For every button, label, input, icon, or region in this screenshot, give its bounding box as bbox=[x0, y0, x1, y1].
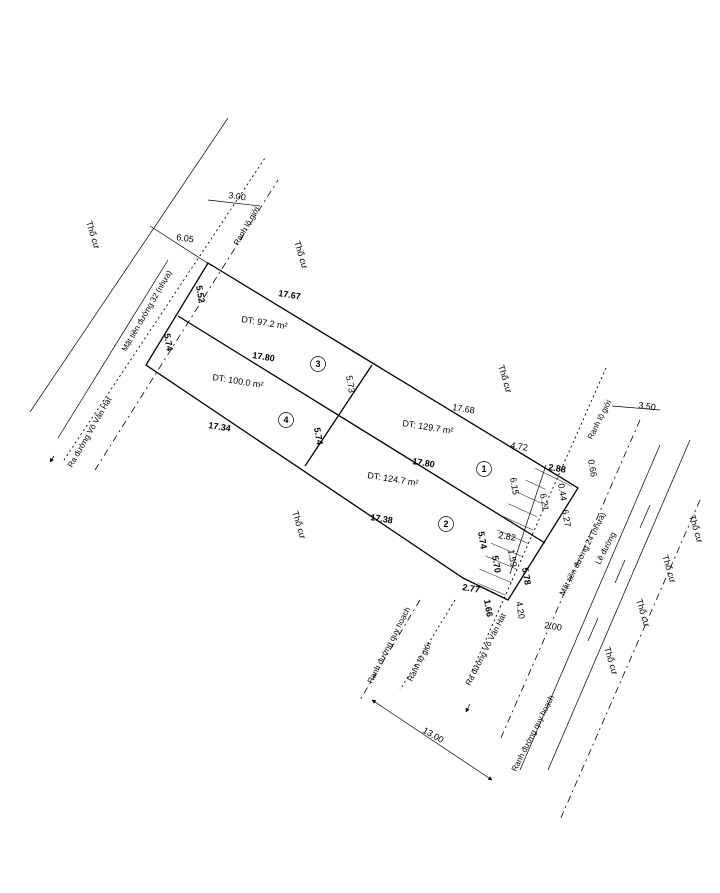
road-24-tick-3 bbox=[587, 617, 599, 642]
dim-4-20: 4.20 bbox=[514, 601, 527, 620]
dim-13-line bbox=[371, 699, 493, 781]
road-24-exit-arrow bbox=[465, 703, 471, 713]
neighbor-top-center: Thổ cư bbox=[292, 240, 310, 270]
road-32-exit-arrow bbox=[49, 455, 55, 463]
dim-0-66: 0.66 bbox=[586, 459, 599, 478]
lot-4-circle bbox=[278, 412, 294, 428]
dim-5-52: 5.52 bbox=[194, 285, 207, 304]
neighbor-bottom-center: Thổ cư bbox=[290, 510, 308, 540]
lot-1-area: DT: 129.7 m² bbox=[402, 418, 454, 436]
road-32-edge-outer bbox=[29, 117, 229, 413]
setback-label-bottom: Ranh lộ giới bbox=[406, 640, 434, 683]
neighbor-far-right-3: Thổ cư bbox=[634, 598, 652, 628]
dim-17-34: 17.34 bbox=[208, 420, 232, 433]
lot-3-number: 3 bbox=[315, 359, 320, 369]
lot-2-area: DT: 124.7 m² bbox=[367, 470, 419, 488]
road-32-edge-dotted bbox=[63, 157, 266, 461]
neighbor-top-left: Thổ cư bbox=[84, 220, 102, 250]
dim-3-50-line bbox=[611, 405, 661, 411]
parcel-outline bbox=[145, 262, 579, 601]
dim-2-82: 2.82 bbox=[498, 530, 517, 543]
dim-5-74-left: 5.74 bbox=[162, 333, 175, 352]
road-24-lines bbox=[359, 367, 701, 821]
dim-3-line bbox=[207, 199, 261, 207]
dim-6-15: 6.15 bbox=[508, 477, 521, 496]
divider-long bbox=[177, 315, 546, 544]
dim-13-00: 13.00 bbox=[421, 725, 446, 745]
lot-4-number: 4 bbox=[283, 415, 288, 425]
road-24-tick-2 bbox=[614, 559, 626, 584]
road-24-edge-1 bbox=[519, 444, 661, 771]
dim-5-70: 5.70 bbox=[490, 555, 503, 574]
road-24-centerline bbox=[499, 419, 641, 741]
dim-17-67: 17.67 bbox=[278, 288, 302, 301]
dim-1-66: 1.66 bbox=[482, 599, 495, 618]
dim-3-50: 3.50 bbox=[638, 400, 657, 412]
dim-5-78: 5.78 bbox=[520, 567, 533, 586]
lot-3-area: DT: 97.2 m² bbox=[241, 314, 289, 331]
dim-6-line bbox=[149, 225, 213, 267]
parcels bbox=[145, 262, 579, 601]
road-24-edge-2 bbox=[547, 439, 691, 771]
road-32-exit-label: Ra đường Võ Văn Hát bbox=[66, 395, 114, 469]
road-24-planned bbox=[559, 499, 701, 821]
dimension-labels: 3.00 6.05 5.52 5.74 17.67 17.80 17.34 5.… bbox=[162, 190, 656, 745]
planned-boundary-left bbox=[359, 599, 421, 701]
dim-17-80-a: 17.80 bbox=[252, 350, 276, 363]
lot-1-number: 1 bbox=[481, 464, 486, 474]
dim-0-44: 0.44 bbox=[556, 483, 569, 502]
dim-5-74-r: 5.74 bbox=[476, 531, 489, 550]
dim-17-80-b: 17.80 bbox=[412, 456, 436, 469]
dim-2-00: 2.00 bbox=[544, 620, 563, 633]
road-32-centerline bbox=[94, 179, 279, 471]
divider-cross bbox=[304, 364, 373, 467]
dim-6-05: 6.05 bbox=[176, 232, 195, 244]
lot-3-circle bbox=[310, 356, 326, 372]
planned-label-right: Ranh đường quy hoạch bbox=[510, 694, 556, 773]
road-32-inner bbox=[57, 259, 169, 439]
dim-2-88: 2.88 bbox=[548, 462, 567, 475]
road-24-tick-1 bbox=[639, 504, 651, 529]
lot-1-circle bbox=[476, 461, 492, 477]
neighbor-far-right-1: Thổ cư bbox=[687, 514, 705, 544]
dim-4-72: 4.72 bbox=[510, 440, 529, 453]
lot-2-circle bbox=[438, 516, 454, 532]
dim-5-73: 5.73 bbox=[344, 375, 357, 394]
setback-line bbox=[509, 464, 547, 575]
dim-3-00: 3.00 bbox=[228, 190, 247, 202]
lot-4-area: DT: 100.0 m² bbox=[212, 372, 264, 390]
dim-1-59: 1.59 bbox=[506, 549, 519, 568]
dim-17-68: 17.68 bbox=[452, 402, 476, 415]
dim-6-27: 6.27 bbox=[560, 509, 573, 528]
road-24-setback-dotted bbox=[467, 367, 607, 681]
planned-label-left: Ranh đường quy hoạch bbox=[366, 606, 412, 685]
neighbor-far-right-4: Thổ cư bbox=[602, 646, 620, 676]
dim-5-74-mid: 5.74 bbox=[312, 427, 325, 446]
dim-2-77: 2.77 bbox=[462, 582, 481, 595]
neighbor-far-right-2: Thổ cư bbox=[660, 554, 678, 584]
shoulder-label: Lề đường bbox=[594, 531, 618, 566]
lot-2-number: 2 bbox=[443, 519, 448, 529]
setback-label-top: Ranh lộ giới bbox=[232, 205, 261, 247]
road-32-lines bbox=[29, 117, 279, 471]
dim-17-38: 17.38 bbox=[370, 512, 394, 525]
dim-6-21: 6.21 bbox=[538, 493, 551, 512]
road-24-exit-label: Ra đường Võ Văn Hát bbox=[464, 611, 508, 687]
neighbor-right-upper: Thổ cư bbox=[496, 364, 514, 394]
